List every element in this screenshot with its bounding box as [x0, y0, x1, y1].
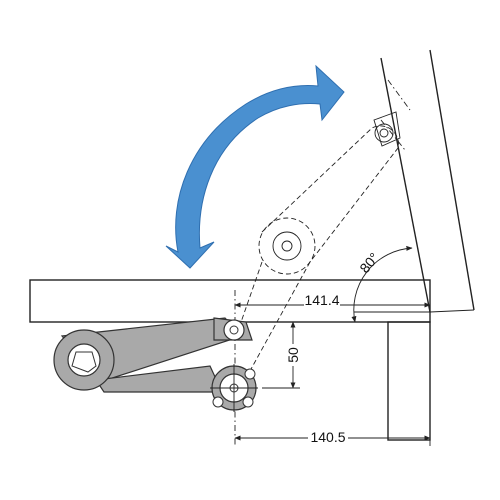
phantom-arm	[239, 111, 401, 381]
cabinet-side-wall	[387, 321, 431, 441]
open-door	[380, 49, 475, 313]
cabinet-top-panel	[29, 279, 431, 323]
curved-double-arrow-icon	[165, 64, 345, 269]
dimension-50-label: 50	[285, 347, 301, 363]
dimension-141-4-bg	[304, 292, 340, 308]
angle-label: 80°	[356, 250, 382, 277]
dimension-140-5-label: 140.5	[310, 429, 345, 445]
dimension-141-4-label: 141.4	[304, 292, 339, 308]
hinge-arm-assembly	[53, 317, 258, 412]
dimension-50-bg	[285, 344, 301, 366]
angle-dimension	[351, 245, 430, 323]
center-lines	[234, 79, 411, 445]
dimension-140-5-bg	[308, 426, 348, 442]
